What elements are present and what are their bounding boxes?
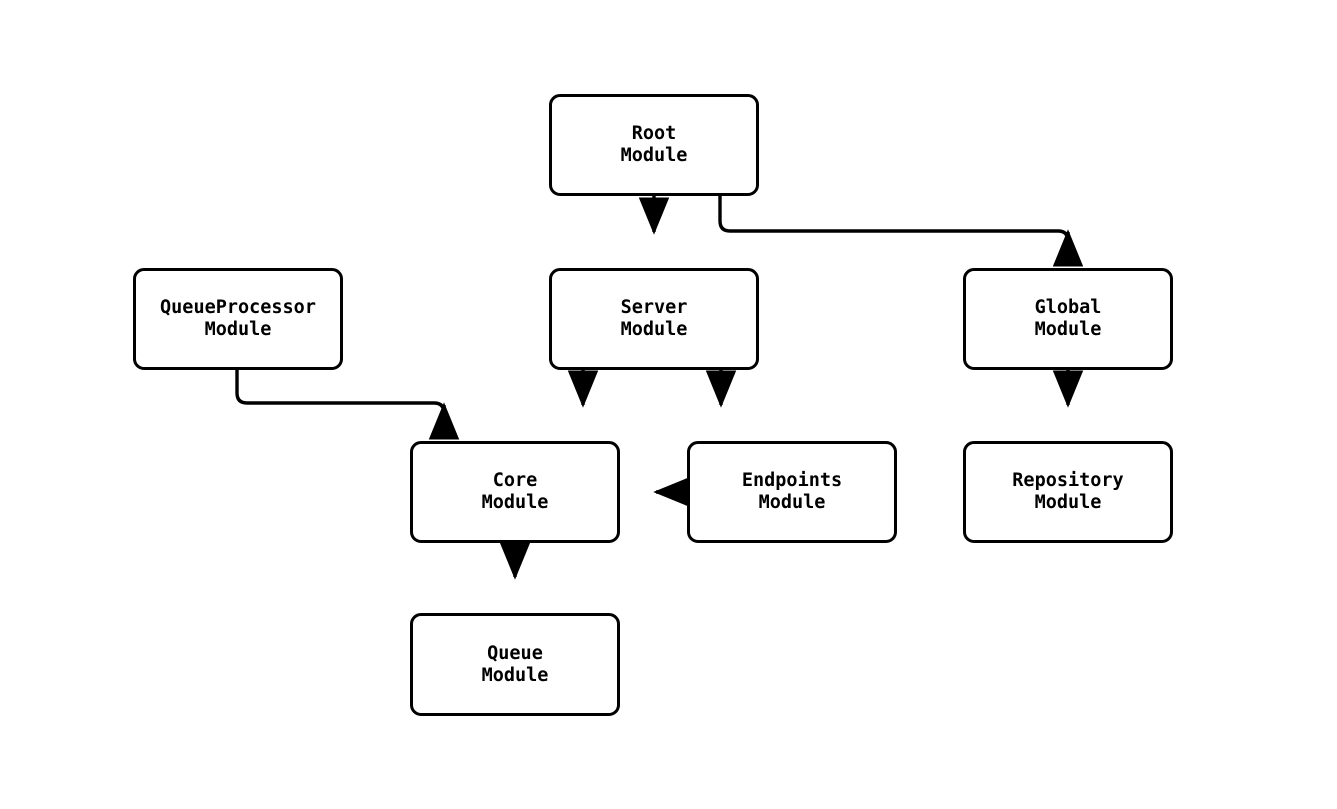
node-queueprocessor-module[interactable]: QueueProcessor Module <box>133 268 343 370</box>
node-repository-module[interactable]: Repository Module <box>963 441 1173 543</box>
node-endpoints-module[interactable]: Endpoints Module <box>687 441 897 543</box>
node-server-module[interactable]: Server Module <box>549 268 759 370</box>
node-label: QueueProcessor Module <box>160 297 316 340</box>
node-label: Server Module <box>620 297 688 340</box>
node-queue-module[interactable]: Queue Module <box>410 613 620 716</box>
node-label: Repository Module <box>1012 470 1124 513</box>
edge-queueprocessor-to-core <box>235 370 460 440</box>
node-label: Core Module <box>481 470 549 513</box>
node-label: Endpoints Module <box>741 470 843 513</box>
node-label: Root Module <box>620 123 688 166</box>
node-label: Queue Module <box>481 642 549 686</box>
node-label: Global Module <box>1034 297 1102 340</box>
edge-root-to-global <box>718 196 1084 267</box>
node-core-module[interactable]: Core Module <box>410 441 620 543</box>
node-global-module[interactable]: Global Module <box>963 268 1173 370</box>
node-root-module[interactable]: Root Module <box>549 94 759 196</box>
